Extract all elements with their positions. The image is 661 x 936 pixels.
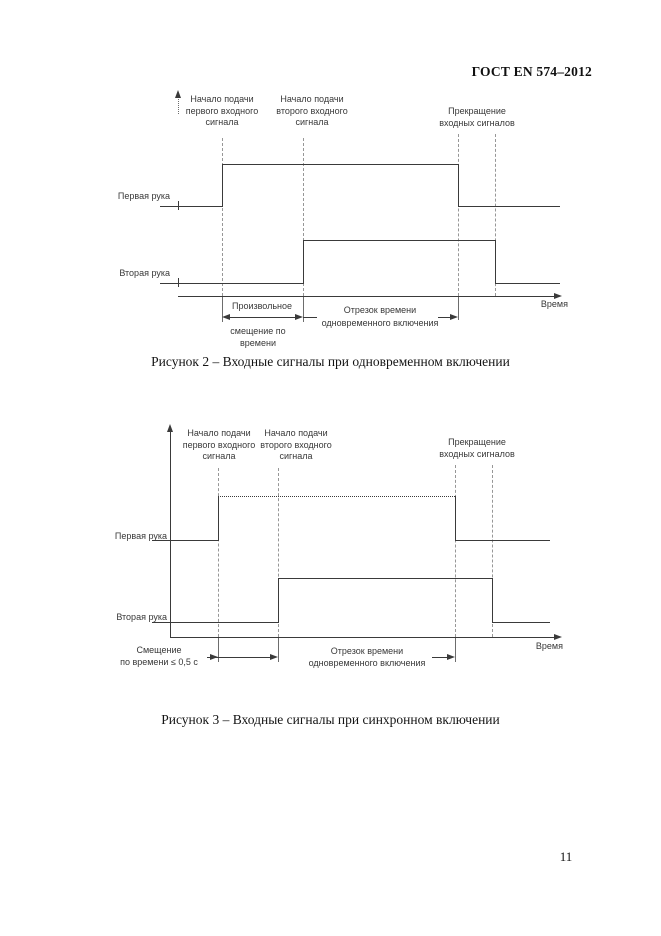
fig3-label-time-axis: Время (535, 641, 563, 651)
fig3-time-axis-arrowhead-icon (554, 634, 562, 640)
line-segment (222, 164, 458, 165)
line-segment (495, 240, 496, 284)
page-number: 11 (559, 849, 573, 864)
fig2-dim-arrowhead-icon (450, 314, 458, 320)
line-segment (278, 578, 279, 623)
fig2-dimension-line (226, 317, 298, 318)
fig2-label-first-hand: Первая рука (117, 191, 170, 201)
fig3-dim-arrowhead-icon (270, 654, 278, 660)
line-segment (160, 206, 222, 207)
standard-code-header: ГОСТ EN 574–2012 (471, 64, 592, 79)
fig3-value-axis-arrowhead-icon (167, 424, 173, 432)
fig3-label-overlap-interval: Отрезок времени одновременного включения (308, 646, 426, 668)
line-segment (458, 206, 560, 207)
fig2-label-time-axis: Время (540, 299, 568, 309)
fig2-dimension-line (303, 317, 317, 318)
fig2-reference-dashline-fall2 (495, 134, 496, 296)
fig3-dimension-line (207, 657, 271, 658)
fig2-axis-tick (178, 278, 179, 287)
line-segment (152, 622, 278, 623)
fig3-label-signal2-start: Начало подачи второго входного сигнала (260, 428, 332, 461)
fig3-label-second-hand: Вторая рука (116, 612, 167, 622)
fig2-label-overlap-interval: Отрезок времени одновременного включения (321, 305, 439, 328)
line-segment (495, 283, 560, 284)
line-segment (458, 164, 459, 207)
fig2-label-second-hand: Вторая рука (119, 268, 170, 278)
fig3-time-axis (170, 637, 556, 638)
fig3-dimension-line (432, 657, 450, 658)
fig2-axis-tick (178, 201, 179, 210)
fig2-time-axis-arrowhead-icon (554, 293, 562, 299)
fig2-label-signal1-start: Начало подачи первого входного сигнала (185, 94, 259, 127)
fig2-dimension-line (438, 317, 452, 318)
fig2-reference-dashline-rise1 (222, 138, 223, 296)
fig3-label-signals-stop: Прекращение входных сигналов (439, 437, 515, 459)
fig3-dim-arrowhead-icon (210, 654, 218, 660)
line-segment (303, 240, 495, 241)
fig3-dim-arrowhead-icon (447, 654, 455, 660)
fig2-dim-arrowhead-icon (295, 314, 303, 320)
line-segment (222, 164, 223, 207)
fig3-value-axis (170, 432, 171, 637)
fig3-reference-dashline-rise1 (218, 468, 219, 637)
fig2-extension-line (222, 296, 223, 322)
line-segment (455, 496, 456, 541)
figure3-caption: Рисунок 3 – Входные сигналы при синхронн… (161, 712, 500, 727)
fig2-extension-line (458, 296, 459, 320)
line-segment (492, 622, 550, 623)
dotted-line-segment (218, 496, 455, 497)
fig2-reference-dashline-fall1 (458, 134, 459, 296)
fig3-label-signal1-start: Начало подачи первого входного сигнала (182, 428, 256, 461)
line-segment (278, 578, 492, 579)
fig3-extension-line (455, 637, 456, 662)
fig3-label-time-offset: Смещение по времени ≤ 0,5 с (120, 645, 198, 667)
fig3-reference-dashline-fall2 (492, 465, 493, 637)
fig2-label-signal2-start: Начало подачи второго входного сигнала (276, 94, 348, 127)
fig3-label-first-hand: Первая рука (114, 531, 167, 541)
fig2-extension-line (303, 296, 304, 322)
fig2-label-arbitrary-offset-bottom: смещение по времени (230, 326, 286, 348)
fig3-extension-line (218, 637, 219, 662)
fig2-value-axis-arrowhead-icon (175, 90, 181, 98)
line-segment (455, 540, 550, 541)
fig3-reference-dashline-fall1 (455, 465, 456, 637)
line-segment (152, 540, 218, 541)
fig2-reference-dashline-rise2 (303, 138, 304, 296)
fig3-reference-dashline-rise2 (278, 468, 279, 637)
line-segment (160, 283, 303, 284)
line-segment (492, 578, 493, 623)
fig3-extension-line (278, 637, 279, 662)
fig2-label-arbitrary-offset-top: Произвольное (231, 301, 293, 311)
figure2-caption: Рисунок 2 – Входные сигналы при одноврем… (151, 354, 510, 369)
line-segment (218, 496, 219, 541)
line-segment (303, 240, 304, 284)
fig2-value-axis-stub (178, 99, 179, 114)
fig2-label-signals-stop: Прекращение входных сигналов (439, 106, 515, 128)
fig2-time-axis (178, 296, 556, 297)
